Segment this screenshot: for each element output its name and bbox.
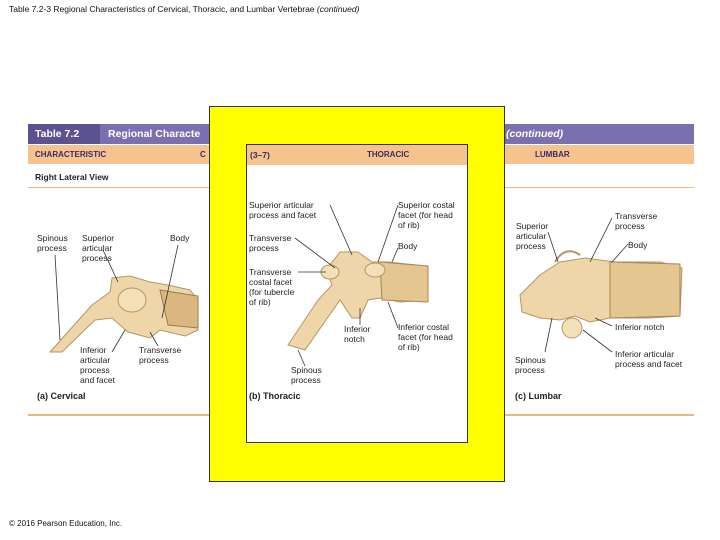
slide-title: Table 7.2-3 Regional Characteristics of …: [9, 4, 360, 14]
table-continued: (continued): [506, 128, 564, 140]
column-thoracic: THORACIC: [367, 150, 410, 159]
thoracic-header-bar: (3–7) THORACIC: [247, 145, 467, 165]
table-number: Table 7.2: [28, 124, 100, 144]
thoracic-range: (3–7): [250, 150, 270, 160]
cervical-caption: (a) Cervical: [37, 391, 86, 401]
thoracic-caption: (b) Thoracic: [249, 391, 301, 401]
column-cervical: C: [200, 150, 206, 159]
lumbar-label-inferior-notch: Inferior notch: [615, 322, 665, 332]
table-title: Regional Characte: [108, 128, 201, 140]
lumbar-label-body: Body: [628, 240, 648, 250]
column-lumbar: LUMBAR: [535, 150, 570, 159]
lumbar-caption: (c) Lumbar: [515, 391, 562, 401]
thoracic-label-body: Body: [398, 241, 418, 251]
cervical-label-body: Body: [170, 233, 190, 243]
row-label: Right Lateral View: [35, 172, 109, 182]
copyright: © 2016 Pearson Education, Inc.: [9, 519, 123, 528]
column-characteristic: CHARACTERISTIC: [35, 150, 107, 159]
